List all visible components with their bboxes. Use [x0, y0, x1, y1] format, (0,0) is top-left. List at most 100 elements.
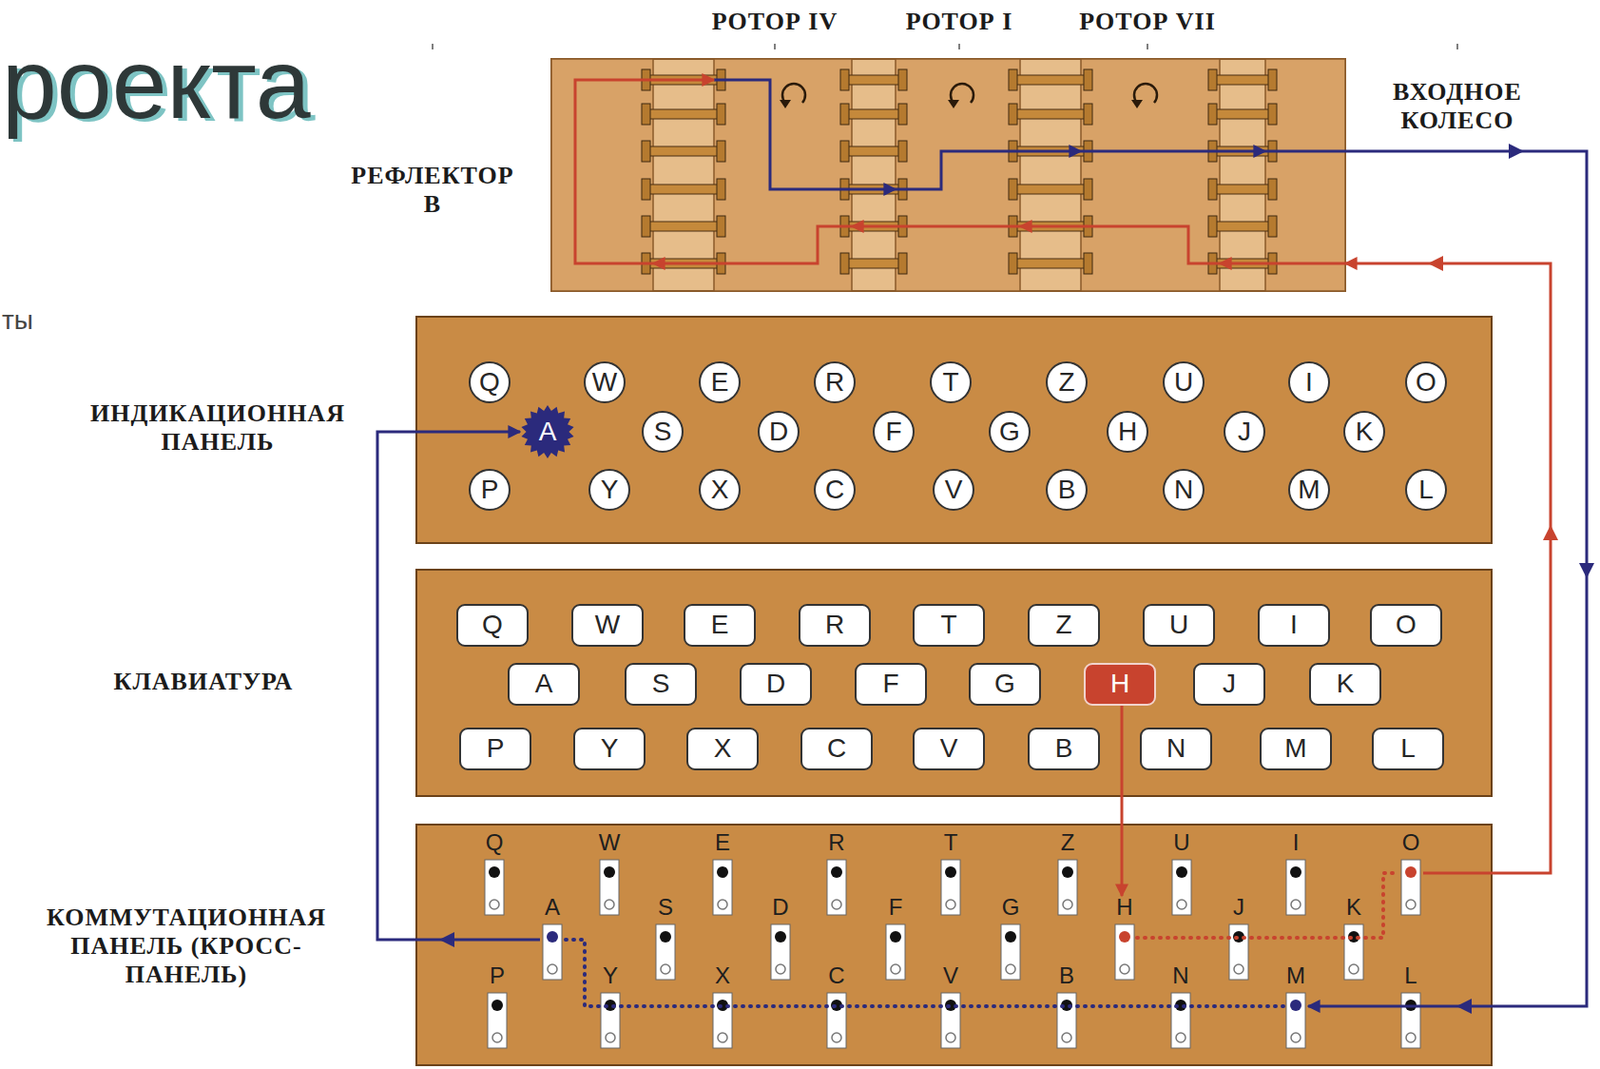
- part-label: РОТОР VII: [1079, 7, 1216, 36]
- contact-cap: [840, 69, 849, 91]
- slide-fragment: роекта: [1, 28, 311, 139]
- contact-pin: [842, 75, 906, 85]
- lamp-bulb: K: [1343, 410, 1386, 453]
- lamp-letter: E: [711, 367, 730, 398]
- socket-letter: I: [1283, 830, 1309, 854]
- contact-cap: [716, 140, 726, 162]
- socket-jack: [771, 924, 791, 980]
- signal-wire: [653, 262, 714, 266]
- lamp-bulb: X: [698, 468, 741, 511]
- signal-wire: [1020, 150, 1081, 154]
- lamp-bulb: G: [988, 410, 1031, 453]
- contact-pin: [1210, 258, 1275, 269]
- contact-cap: [1208, 69, 1217, 91]
- label-holder: ИНДИКАЦИОННАЯ ПАНЕЛЬ: [60, 399, 375, 457]
- socket-jack: [827, 992, 847, 1048]
- rotation-arrowhead: [947, 99, 960, 109]
- socket-letter: X: [710, 963, 735, 987]
- keyboard-key: Z: [1027, 603, 1100, 647]
- keyboard-key: O: [1369, 603, 1443, 647]
- socket-letter: N: [1168, 963, 1194, 987]
- rotor-wiring: [713, 79, 852, 190]
- socket-hole: [605, 1032, 616, 1042]
- key-letter: N: [1166, 733, 1186, 764]
- part-label: ИНДИКАЦИОННАЯ ПАНЕЛЬ: [90, 399, 346, 456]
- contact-pin: [1010, 221, 1091, 232]
- contact-cap: [1083, 69, 1093, 91]
- socket-hole: [1061, 866, 1074, 878]
- panel-board-face: [416, 824, 1492, 1065]
- key-letter: U: [1169, 610, 1189, 640]
- plug-socket: X: [710, 963, 735, 1048]
- plug-socket: R: [824, 830, 849, 915]
- socket-jack: [1171, 992, 1191, 1048]
- contact-pin: [1210, 221, 1275, 232]
- key-letter: K: [1336, 669, 1355, 699]
- socket-hole: [717, 899, 728, 909]
- lamp-bulb: O: [1405, 361, 1447, 404]
- lamp-bulb: E: [698, 361, 741, 404]
- plug-socket: L: [1398, 963, 1424, 1048]
- socket-hole: [716, 866, 729, 878]
- lamp-letter: I: [1305, 367, 1313, 398]
- lamp-bulb: W: [583, 361, 626, 404]
- contact-cap: [1083, 252, 1093, 274]
- socket-jack: [1001, 924, 1021, 980]
- rotor-body: ВХОДНОЕ КОЛЕСО: [1265, 58, 1346, 291]
- signal-wire: [1020, 225, 1081, 229]
- lamp-bulb: T: [929, 361, 972, 404]
- rotation-arrowhead: [779, 99, 791, 109]
- lamp-letter: C: [825, 475, 845, 505]
- direction-mark: [1579, 562, 1595, 579]
- lamp-letter: A: [539, 417, 558, 447]
- direction-mark: [1427, 255, 1444, 271]
- rotor-body-face: [1265, 58, 1346, 291]
- plug-socket: B: [1054, 963, 1080, 1048]
- signal-wire: [851, 225, 896, 229]
- lamp-bulb: N: [1162, 468, 1205, 511]
- keyboard-key: E: [683, 603, 756, 647]
- direction-mark: [1508, 143, 1524, 159]
- socket-letter: C: [824, 963, 849, 987]
- socket-hole: [488, 866, 501, 878]
- socket-hole: [831, 1032, 842, 1042]
- socket-hole: [831, 899, 842, 909]
- contact-cap: [1268, 103, 1277, 125]
- key-letter: Y: [600, 733, 619, 764]
- plug-socket: T: [938, 830, 964, 915]
- socket-letter: M: [1283, 963, 1309, 987]
- contact-pin: [842, 146, 906, 156]
- key-letter: H: [1110, 669, 1130, 699]
- socket-hole: [774, 930, 787, 943]
- socket-hole: [491, 999, 503, 1011]
- plug-socket: Q: [481, 830, 507, 915]
- contact-pin: [643, 221, 724, 232]
- plug-socket: W: [596, 830, 624, 915]
- signal-wire: [851, 188, 896, 192]
- signal-wire: [1345, 263, 1551, 873]
- key-letter: T: [940, 610, 957, 640]
- socket-letter: H: [1112, 895, 1138, 919]
- socket-jack: [1286, 992, 1306, 1048]
- contact-cap: [840, 252, 849, 274]
- socket-hole: [1406, 1032, 1416, 1042]
- keyboard-key: C: [800, 727, 873, 771]
- socket-hole: [830, 866, 843, 878]
- lamp-bulb: Y: [588, 468, 631, 511]
- part-label: КЛАВИАТУРА: [114, 667, 294, 695]
- direction-mark: [1456, 998, 1472, 1014]
- socket-hole: [1349, 963, 1359, 974]
- contact-pin: [1210, 109, 1275, 119]
- lamp-letter: N: [1174, 475, 1194, 505]
- rotor-body: РЕФЛЕКТОР В: [551, 58, 654, 291]
- contact-cap: [898, 103, 907, 125]
- lamp-letter: V: [944, 475, 964, 505]
- key-letter: J: [1222, 669, 1236, 699]
- socket-jack: [713, 859, 733, 915]
- key-letter: R: [825, 610, 845, 640]
- label-holder: РОТОР IV: [689, 7, 861, 37]
- lamp-bulb: J: [1223, 410, 1266, 453]
- part-label: РОТОР I: [906, 7, 1014, 36]
- socket-hole: [489, 899, 500, 909]
